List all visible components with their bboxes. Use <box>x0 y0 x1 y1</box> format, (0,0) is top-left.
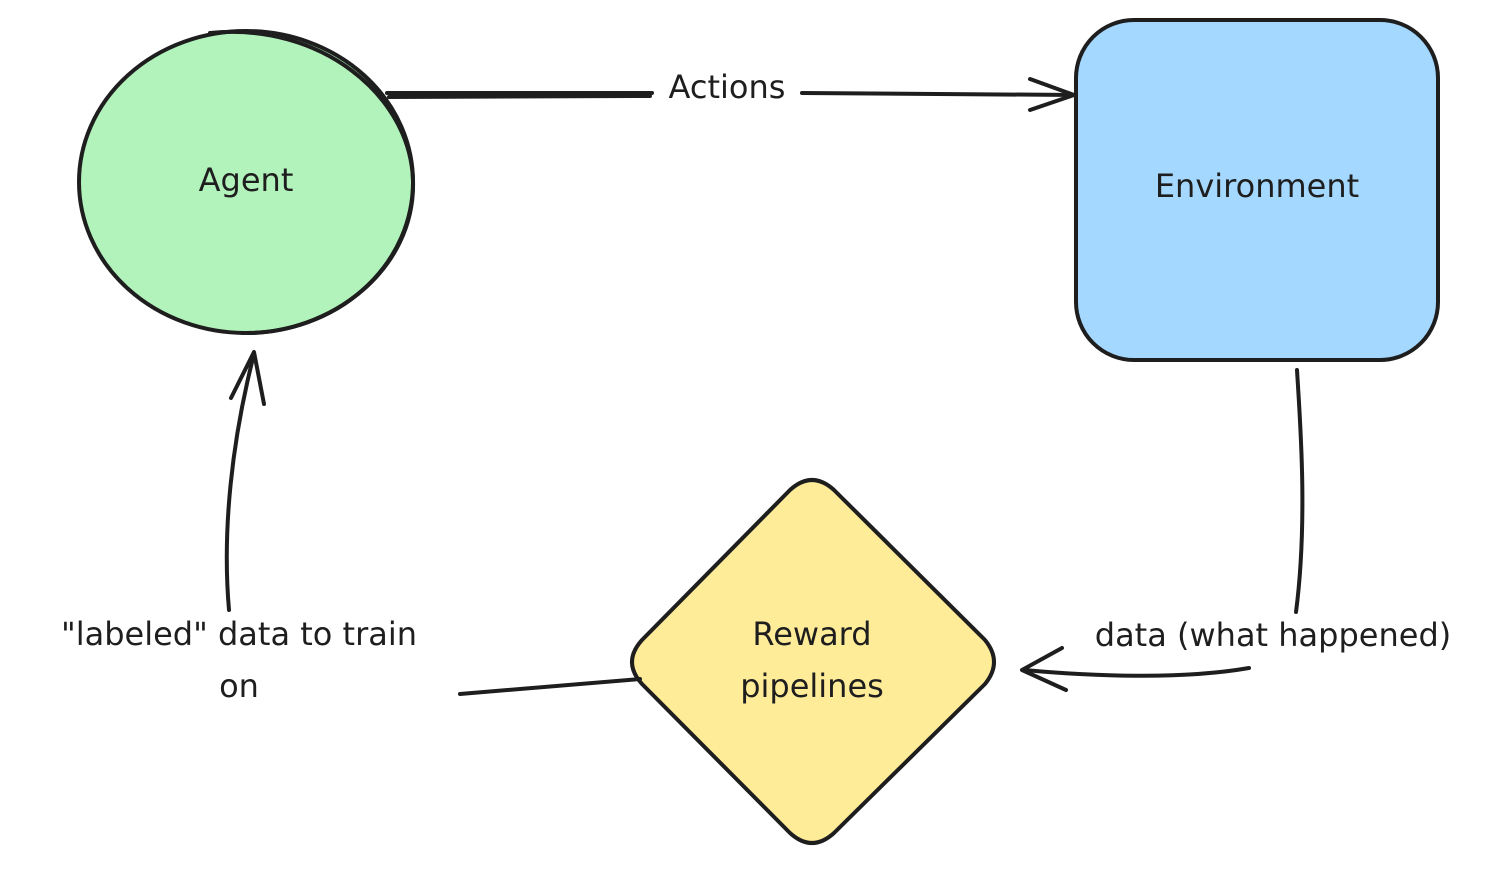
data-arrow-line-bottom <box>1022 666 1251 678</box>
data-label: data (what happened) <box>1095 616 1451 654</box>
labeled-label-line1: "labeled" data to train <box>61 615 417 653</box>
labeled-label-line2: on <box>219 667 259 705</box>
labeled-data-edge: "labeled" data to train on <box>61 350 642 705</box>
data-arrowhead-icon <box>1020 646 1068 692</box>
labeled-arrowhead-icon <box>229 350 266 406</box>
reward-pipelines-node[interactable]: Reward pipelines <box>630 478 996 845</box>
environment-node[interactable]: Environment <box>1074 18 1440 362</box>
actions-arrowhead-icon <box>1028 77 1076 112</box>
reward-label-line2: pipelines <box>740 667 884 705</box>
labeled-arrow-line-vertical <box>224 352 256 612</box>
actions-arrow-line-sketch <box>387 94 652 99</box>
labeled-arrow-line-bottom <box>458 677 642 696</box>
actions-edge: Actions <box>385 68 1078 112</box>
data-edge: data (what happened) <box>1020 368 1451 692</box>
agent-circle-sketch-stroke <box>208 29 416 336</box>
actions-label: Actions <box>669 68 786 106</box>
environment-box <box>1074 18 1440 362</box>
reward-label-line1: Reward <box>752 615 871 653</box>
reward-diamond <box>630 478 996 845</box>
agent-label: Agent <box>199 161 294 199</box>
actions-arrow-line-2 <box>800 91 1078 97</box>
environment-label: Environment <box>1155 167 1359 205</box>
agent-node[interactable]: Agent <box>77 29 416 336</box>
data-arrow-line <box>1294 368 1305 614</box>
